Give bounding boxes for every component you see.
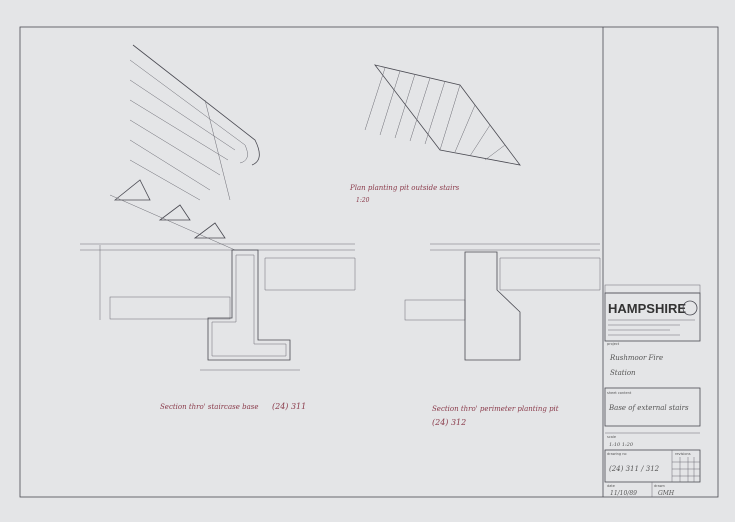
section1-ref: (24) 311 bbox=[272, 402, 306, 411]
drawing-no-label: drawing no bbox=[607, 452, 627, 456]
county-crest-icon bbox=[682, 300, 698, 316]
drawing-no: (24) 311 / 312 bbox=[609, 465, 660, 473]
title-block: HAMPSHIRE project Rushmoor Fire Station … bbox=[604, 284, 701, 497]
section2-ref: (24) 312 bbox=[432, 418, 466, 427]
plan-title: Plan planting pit outside stairs bbox=[349, 184, 460, 192]
section2-title: Section thro' perimeter planting pit bbox=[432, 405, 559, 413]
section-perimeter-planting-pit: Section thro' perimeter planting pit (24… bbox=[404, 243, 601, 427]
staircase-elevation bbox=[109, 44, 260, 251]
sheet-content: Base of external stairs bbox=[608, 404, 689, 412]
section1-title: Section thro' staircase base bbox=[160, 403, 259, 411]
project-line2: Station bbox=[610, 369, 636, 377]
section-staircase-base: Section thro' staircase base (24) 311 bbox=[80, 243, 356, 411]
date-label: date bbox=[607, 484, 615, 488]
project-label: project bbox=[607, 342, 620, 346]
scale-value: 1:10 1:20 bbox=[609, 442, 634, 448]
drawn-value: GMH bbox=[658, 490, 675, 497]
date-value: 11/10/89 bbox=[610, 490, 637, 497]
scale-label: scale bbox=[607, 435, 616, 439]
plan-planting-pit: Plan planting pit outside stairs 1:20 bbox=[349, 64, 521, 204]
hampshire-logo: HAMPSHIRE bbox=[608, 301, 686, 316]
drawn-label: drawn bbox=[654, 484, 665, 488]
sheet-content-label: sheet content bbox=[607, 391, 632, 395]
plan-scale: 1:20 bbox=[356, 197, 370, 204]
sheet-border bbox=[19, 26, 719, 498]
project-line1: Rushmoor Fire bbox=[609, 354, 663, 362]
revisions-grid bbox=[672, 457, 700, 482]
revisions-label: revisions bbox=[675, 452, 691, 456]
